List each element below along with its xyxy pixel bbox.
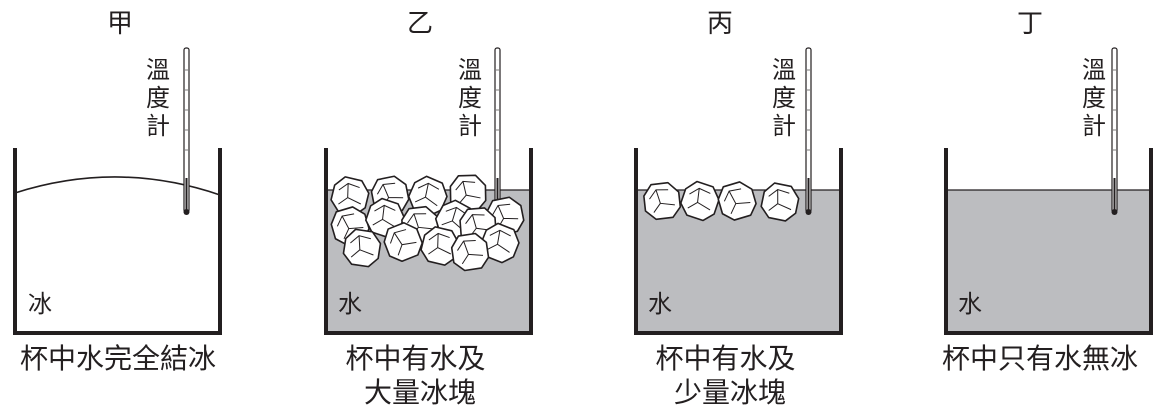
content-label: 水 — [338, 290, 362, 318]
thermometer — [805, 47, 812, 215]
content-label: 冰 — [28, 290, 52, 318]
thermometer-label: 溫度計 — [1082, 56, 1106, 140]
panel-jia: 甲 溫度計 冰 杯中水完全結冰 — [13, 9, 222, 375]
caption: 杯中只有水無冰 — [942, 342, 1138, 375]
thermometer-label: 溫度計 — [458, 56, 482, 140]
cup — [13, 148, 222, 335]
thermometer — [1111, 47, 1118, 215]
panel-title: 甲 — [107, 9, 133, 39]
thermometer — [183, 47, 190, 215]
caption: 杯中有水及 少量冰塊 — [656, 342, 805, 409]
panel-bing: 丙 溫度計 水 杯中有水及 少量冰塊 — [634, 9, 843, 409]
caption: 杯中有水及 大量冰塊 — [346, 342, 495, 409]
thermometer — [494, 47, 501, 215]
cup — [324, 148, 533, 335]
content-label: 水 — [958, 290, 982, 318]
panel-title: 乙 — [407, 9, 433, 39]
panel-ding: 丁 溫度計 水 杯中只有水無冰 — [942, 9, 1153, 375]
caption: 杯中水完全結冰 — [20, 342, 216, 375]
cup — [634, 148, 843, 335]
thermometer-label: 溫度計 — [146, 56, 170, 140]
cup — [944, 148, 1153, 335]
panel-yi: 乙 — [324, 9, 533, 409]
panel-title: 丙 — [707, 9, 733, 39]
ice-body — [15, 176, 220, 333]
panel-title: 丁 — [1017, 9, 1043, 39]
thermometer-label: 溫度計 — [772, 56, 796, 140]
content-label: 水 — [648, 290, 672, 318]
ice-surface — [14, 176, 221, 196]
